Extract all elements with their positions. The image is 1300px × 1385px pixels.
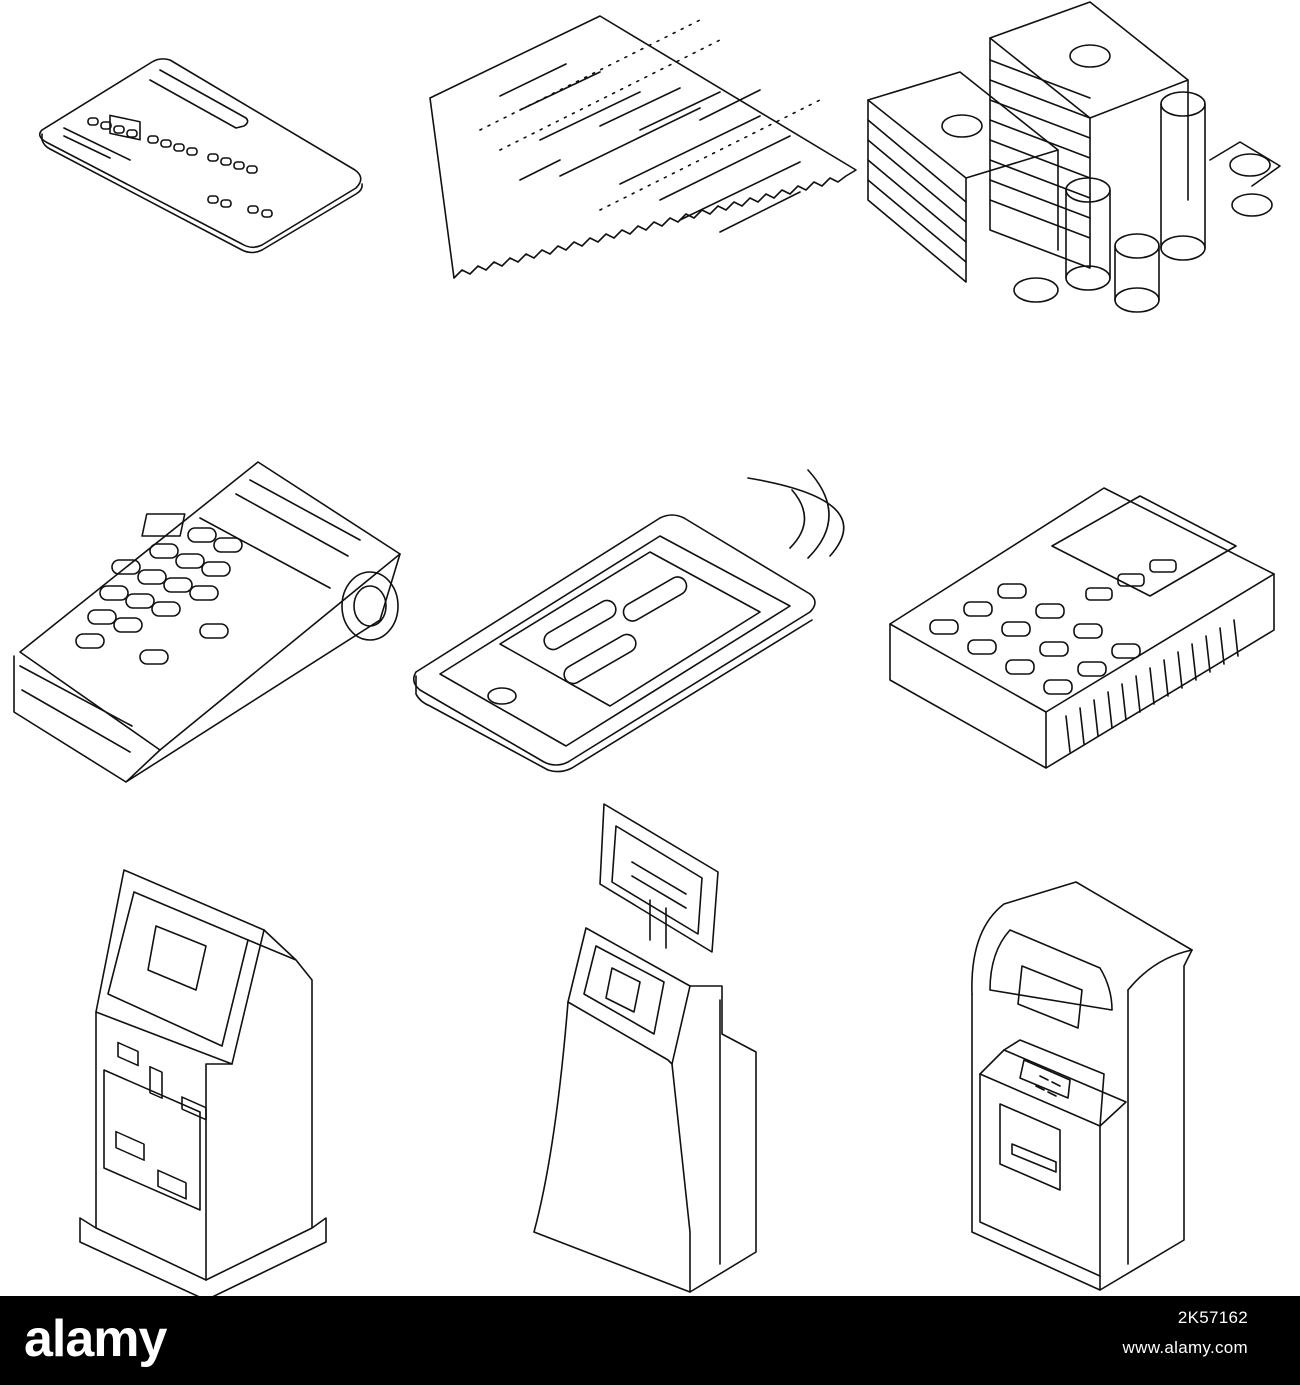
money-stack-coins-icon bbox=[867, 1, 1281, 313]
svg-text:alamy: alamy bbox=[24, 1310, 168, 1368]
contactless-phone-icon bbox=[412, 469, 845, 773]
receipt-icon bbox=[429, 15, 857, 279]
image-id: 2K57162 bbox=[1177, 1308, 1248, 1327]
pos-terminal-icon bbox=[13, 461, 401, 783]
keypad-terminal-icon bbox=[889, 487, 1275, 769]
payment-kiosk-icon bbox=[79, 869, 327, 1296]
site-url[interactable]: www.alamy.com bbox=[1122, 1338, 1248, 1357]
alamy-logo: alamy bbox=[24, 1310, 169, 1368]
atm-machine-icon bbox=[971, 881, 1193, 1291]
icon-set-canvas bbox=[13, 1, 1281, 1296]
watermark-bar bbox=[0, 1296, 1300, 1385]
credit-card-icon bbox=[38, 58, 363, 254]
screen-kiosk-icon bbox=[533, 803, 757, 1293]
